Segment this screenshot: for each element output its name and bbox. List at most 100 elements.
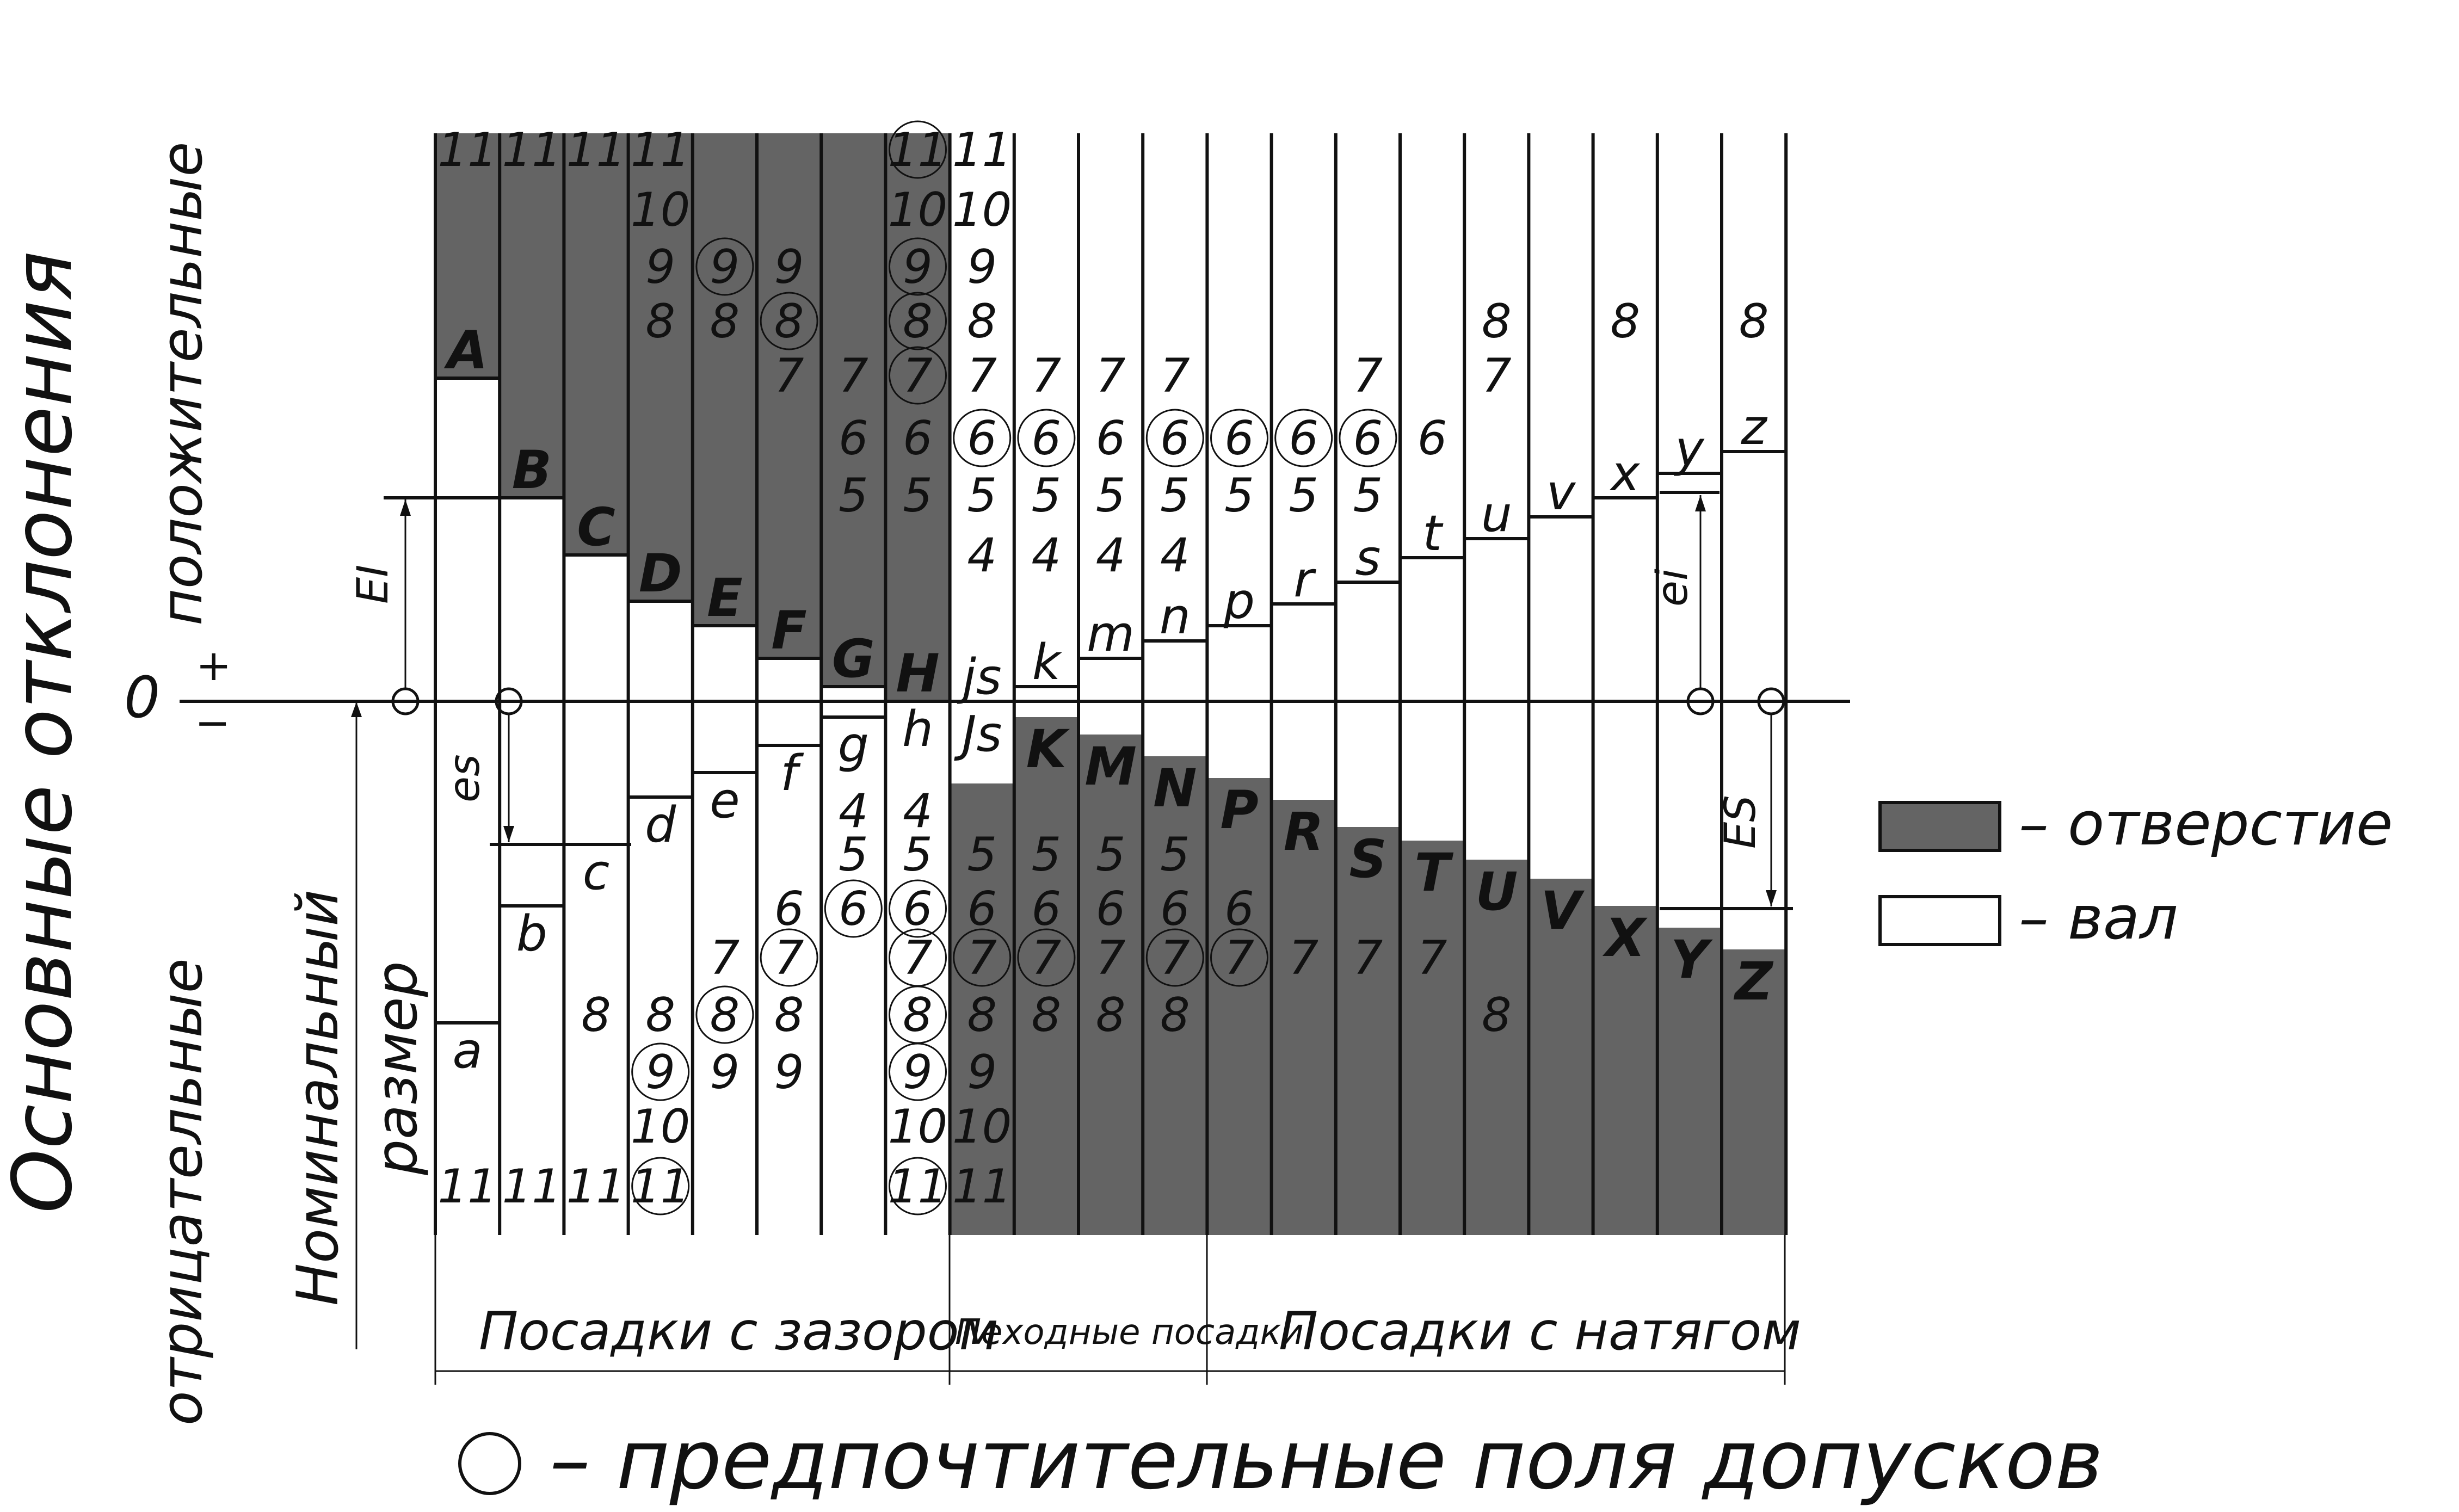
grade-s-5: 5 bbox=[1353, 468, 1383, 523]
fit-zones: Посадки с зазором Пеходные посадки Посад… bbox=[434, 1235, 1801, 1385]
preferred-H-11 bbox=[889, 120, 947, 179]
hole-field-V bbox=[1529, 879, 1593, 1235]
symbol-b: b bbox=[516, 905, 547, 962]
grade-H-8: 8 bbox=[903, 294, 933, 349]
preferred-f-7 bbox=[760, 928, 818, 987]
grade-n-5: 5 bbox=[1160, 468, 1190, 523]
grade-M-5: 5 bbox=[1096, 828, 1126, 882]
grade-js-6: 6 bbox=[967, 411, 997, 466]
legend: – отверстие – вал – предпочтительные пол… bbox=[458, 789, 2393, 1508]
preferred-d-9 bbox=[631, 1042, 690, 1101]
minus-sign: − bbox=[195, 699, 230, 748]
grade-C-11: 11 bbox=[566, 123, 626, 177]
grade-k-4: 4 bbox=[1032, 528, 1062, 583]
grade-H-7: 7 bbox=[903, 349, 933, 403]
grade-u-8: 8 bbox=[1482, 294, 1512, 349]
preferred-h-6 bbox=[889, 879, 947, 938]
grade-m-4: 4 bbox=[1096, 528, 1126, 583]
grade-R-7: 7 bbox=[1289, 931, 1318, 985]
plus-sign: + bbox=[196, 641, 231, 690]
symbol-M: M bbox=[1084, 736, 1137, 797]
grade-d-11: 11 bbox=[631, 1159, 690, 1214]
grade-js-7: 7 bbox=[967, 349, 997, 403]
title-negative: отрицательные bbox=[149, 958, 215, 1425]
zone-interference: Посадки с натягом bbox=[1279, 1301, 1801, 1362]
grade-r-5: 5 bbox=[1289, 468, 1318, 523]
grade-h-4: 4 bbox=[903, 784, 933, 838]
symbol-N: N bbox=[1153, 758, 1197, 819]
hole-fields bbox=[435, 133, 1786, 1235]
symbol-F: F bbox=[771, 600, 807, 661]
symbol-n: n bbox=[1160, 588, 1191, 645]
grade-f-8: 8 bbox=[774, 988, 804, 1042]
preferred-H-7 bbox=[889, 346, 947, 405]
symbol-E: E bbox=[707, 567, 743, 628]
preferred-E-9 bbox=[695, 237, 754, 296]
grade-F-7: 7 bbox=[774, 349, 804, 403]
grade-c-11: 11 bbox=[566, 1159, 626, 1214]
hole-field-R bbox=[1271, 800, 1336, 1235]
symbol-h: h bbox=[902, 701, 933, 758]
grade-Js-5: 5 bbox=[967, 828, 997, 882]
symbol-Y: Y bbox=[1671, 929, 1713, 990]
grade-E-9: 9 bbox=[710, 240, 740, 294]
grade-D-8: 8 bbox=[645, 294, 675, 349]
grade-G-6: 6 bbox=[839, 411, 868, 466]
grade-B-11: 11 bbox=[502, 123, 562, 177]
symbol-u: u bbox=[1481, 486, 1512, 543]
hole-field-A bbox=[435, 133, 500, 378]
symbol-js: js bbox=[957, 649, 1002, 706]
legend-hole-label: – отверстие bbox=[2019, 789, 2393, 859]
legend-preferred-label: – предпочтительные поля допусков bbox=[550, 1413, 2103, 1508]
grade-M-7: 7 bbox=[1096, 931, 1126, 985]
grade-t-6: 6 bbox=[1418, 411, 1447, 466]
hole-field-Z bbox=[1722, 949, 1786, 1235]
grade-Js-9: 9 bbox=[967, 1045, 997, 1100]
grade-m-6: 6 bbox=[1096, 411, 1126, 466]
preferred-g-6 bbox=[824, 879, 883, 938]
zone-clearance: Посадки с зазором bbox=[479, 1301, 999, 1362]
legend-preferred-circle bbox=[458, 1432, 521, 1495]
grade-f-9: 9 bbox=[774, 1045, 804, 1100]
hole-field-N bbox=[1143, 756, 1207, 1235]
symbol-G: G bbox=[832, 628, 875, 689]
hole-field-X bbox=[1593, 906, 1657, 1235]
preferred-F-8 bbox=[760, 292, 818, 350]
grade-M-8: 8 bbox=[1096, 988, 1126, 1042]
grade-e-9: 9 bbox=[710, 1045, 740, 1100]
symbol-m: m bbox=[1087, 606, 1135, 663]
grade-A-11: 11 bbox=[437, 123, 497, 177]
symbol-R: R bbox=[1284, 801, 1324, 862]
symbol-C: C bbox=[577, 497, 615, 558]
grade-e-7: 7 bbox=[710, 931, 740, 985]
symbol-U: U bbox=[1475, 861, 1518, 922]
preferred-e-8 bbox=[695, 985, 754, 1044]
symbol-s: s bbox=[1355, 529, 1381, 587]
preferred-field-markers bbox=[631, 120, 1397, 1215]
preferred-k-6 bbox=[1017, 409, 1076, 467]
symbol-H: H bbox=[896, 643, 939, 704]
grade-r-6: 6 bbox=[1289, 411, 1318, 466]
grade-Js-10: 10 bbox=[952, 1100, 1012, 1154]
zero-label: 0 bbox=[124, 664, 160, 731]
grade-z-8: 8 bbox=[1739, 294, 1769, 349]
symbol-t: t bbox=[1422, 505, 1444, 562]
grade-n-7: 7 bbox=[1160, 349, 1190, 403]
grade-N-7: 7 bbox=[1160, 931, 1190, 985]
symbol-d: d bbox=[645, 797, 676, 854]
grade-N-8: 8 bbox=[1160, 988, 1190, 1042]
grade-D-10: 10 bbox=[631, 183, 690, 237]
grade-g-5: 5 bbox=[839, 828, 868, 882]
preferred-h-11 bbox=[889, 1157, 947, 1215]
grade-h-6: 6 bbox=[903, 882, 933, 936]
hole-field-U bbox=[1464, 860, 1529, 1235]
grade-H-10: 10 bbox=[888, 183, 947, 237]
grade-G-7: 7 bbox=[839, 349, 868, 403]
grade-d-9: 9 bbox=[645, 1045, 675, 1100]
grade-H-5: 5 bbox=[903, 468, 933, 523]
grade-Js-6: 6 bbox=[967, 882, 997, 936]
symbol-B: B bbox=[512, 440, 552, 501]
grade-s-7: 7 bbox=[1353, 349, 1383, 403]
grade-m-7: 7 bbox=[1096, 349, 1126, 403]
grade-k-7: 7 bbox=[1032, 349, 1062, 403]
